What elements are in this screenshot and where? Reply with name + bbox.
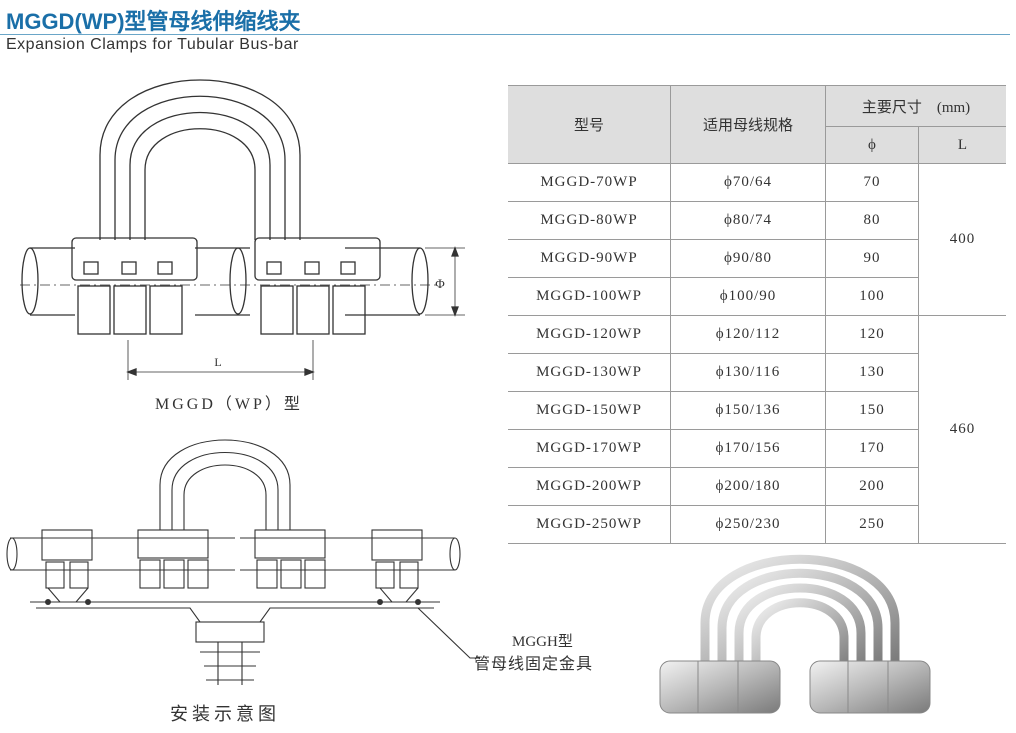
cell-spec: ϕ90/80	[670, 239, 826, 278]
dimension-phi-label: Φ	[435, 276, 445, 291]
installation-diagram	[6, 439, 480, 685]
cell-L-group2: 460	[918, 315, 1006, 544]
cell-phi: 90	[825, 239, 919, 278]
callout-label-line1: MGGH型	[512, 634, 573, 650]
cell-model: MGGD-170WP	[508, 429, 671, 468]
cell-model: MGGD-120WP	[508, 315, 671, 354]
spec-table: 型号 适用母线规格 主要尺寸 (mm) ϕ L MGGD-70WP ϕ70/64…	[508, 85, 1006, 544]
cell-spec: ϕ120/112	[670, 315, 826, 354]
cell-phi: 250	[825, 505, 919, 544]
header-model: 型号	[508, 85, 671, 164]
cell-phi: 100	[825, 277, 919, 316]
cell-phi: 120	[825, 315, 919, 354]
cell-phi: 200	[825, 467, 919, 506]
table-row: MGGD-70WP ϕ70/64 70 400	[508, 163, 1006, 316]
cell-model: MGGD-100WP	[508, 277, 671, 316]
table-row: MGGD-200WP ϕ200/180 200	[508, 467, 1006, 506]
cell-spec: ϕ150/136	[670, 391, 826, 430]
cell-phi: 130	[825, 353, 919, 392]
cell-model: MGGD-80WP	[508, 201, 671, 240]
cell-model: MGGD-150WP	[508, 391, 671, 430]
table-row: MGGD-120WP ϕ120/112 120 460	[508, 315, 1006, 544]
cell-phi: 70	[825, 163, 919, 202]
callout-label-line2: 管母线固定金具	[474, 656, 594, 673]
cell-spec: ϕ130/116	[670, 353, 826, 392]
cell-spec: ϕ100/90	[670, 277, 826, 316]
table-row: MGGD-170WP ϕ170/156 170	[508, 429, 1006, 468]
header-dims: 主要尺寸 (mm)	[825, 85, 1006, 127]
cell-phi: 170	[825, 429, 919, 468]
cell-spec: ϕ170/156	[670, 429, 826, 468]
cell-model: MGGD-250WP	[508, 505, 671, 544]
cell-phi: 80	[825, 201, 919, 240]
clamp-front-view-diagram: L Φ	[20, 79, 465, 380]
cell-spec: ϕ80/74	[670, 201, 826, 240]
page-subtitle: Expansion Clamps for Tubular Bus-bar	[6, 36, 299, 53]
page-title: MGGD(WP)型管母线伸缩线夹	[6, 9, 301, 34]
product-photo	[659, 554, 931, 714]
cell-spec: ϕ200/180	[670, 467, 826, 506]
table-row: MGGD-250WP ϕ250/230 250	[508, 505, 1006, 544]
cell-phi: 150	[825, 391, 919, 430]
front-view-caption: MGGD（WP）型	[155, 396, 303, 413]
table-row: MGGD-100WP ϕ100/90 100	[508, 277, 1006, 316]
cell-model: MGGD-70WP	[508, 163, 671, 202]
title-divider	[0, 34, 1010, 35]
cell-spec: ϕ70/64	[670, 163, 826, 202]
cell-L-group1: 400	[918, 163, 1006, 316]
dimension-L-label: L	[214, 355, 221, 369]
cell-model: MGGD-200WP	[508, 467, 671, 506]
cell-spec: ϕ250/230	[670, 505, 826, 544]
header-spec: 适用母线规格	[670, 85, 826, 164]
table-row: MGGD-80WP ϕ80/74 80	[508, 201, 1006, 240]
table-header-row: 型号 适用母线规格 主要尺寸 (mm)	[508, 85, 1006, 164]
cell-model: MGGD-90WP	[508, 239, 671, 278]
cell-model: MGGD-130WP	[508, 353, 671, 392]
header-L: L	[918, 126, 1006, 164]
header-phi: ϕ	[825, 126, 919, 164]
installation-caption: 安装示意图	[170, 704, 280, 724]
